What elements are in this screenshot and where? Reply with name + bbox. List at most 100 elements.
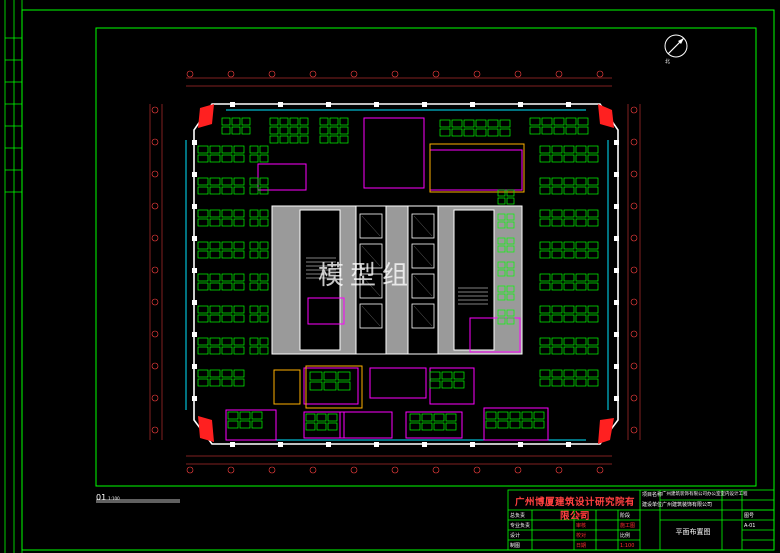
- workstation: [209, 282, 221, 291]
- workstation: [539, 209, 551, 218]
- workstation: [269, 117, 279, 126]
- workstation: [539, 241, 551, 250]
- workstation: [575, 250, 587, 259]
- workstation: [221, 218, 233, 227]
- workstation: [575, 314, 587, 323]
- grid-bubble: [151, 426, 159, 434]
- grid-bubble: [186, 70, 194, 78]
- column: [374, 102, 379, 107]
- workstation: [209, 378, 221, 387]
- workstation: [587, 241, 599, 250]
- workstation: [551, 314, 563, 323]
- tb-row-label-0: 总负责: [510, 513, 526, 519]
- tb-row-label-3: 制图: [510, 543, 521, 549]
- workstation: [529, 126, 541, 135]
- grid-bubble: [309, 466, 317, 474]
- workstation: [575, 145, 587, 154]
- column: [192, 204, 197, 209]
- column: [614, 140, 619, 145]
- grid-bubble: [473, 466, 481, 474]
- workstation: [209, 145, 221, 154]
- workstation: [506, 293, 515, 301]
- workstation: [587, 186, 599, 195]
- grid-bubble: [151, 170, 159, 178]
- workstation: [539, 273, 551, 282]
- column: [614, 268, 619, 273]
- workstation: [497, 261, 506, 269]
- workstation: [249, 273, 259, 282]
- workstation: [209, 209, 221, 218]
- workstation: [497, 411, 509, 420]
- workstation: [509, 411, 521, 420]
- central-core: [271, 205, 523, 355]
- workstation: [565, 126, 577, 135]
- column: [614, 204, 619, 209]
- workstation: [299, 135, 309, 144]
- workstation: [259, 177, 269, 186]
- column: [192, 140, 197, 145]
- workstation: [587, 250, 599, 259]
- elevator-cross: [413, 215, 433, 237]
- workstation: [231, 126, 241, 135]
- workstation: [475, 128, 487, 137]
- grid-bubble: [151, 202, 159, 210]
- workstation: [539, 154, 551, 163]
- workstation: [539, 186, 551, 195]
- workstation: [327, 422, 338, 431]
- workstation: [233, 369, 245, 378]
- workstation: [249, 154, 259, 163]
- workstation-clusters: [197, 117, 599, 431]
- workstation: [249, 241, 259, 250]
- workstation: [575, 282, 587, 291]
- workstation: [563, 346, 575, 355]
- column: [278, 442, 283, 447]
- grid-bubble: [555, 70, 563, 78]
- workstation: [339, 126, 349, 135]
- view-scale: 1:100: [108, 496, 120, 501]
- workstation: [551, 378, 563, 387]
- workstation: [587, 369, 599, 378]
- workstation: [259, 154, 269, 163]
- workstation: [249, 186, 259, 195]
- workstation: [475, 119, 487, 128]
- grid-bubble: [350, 466, 358, 474]
- column: [518, 102, 523, 107]
- workstation: [209, 250, 221, 259]
- workstation: [233, 154, 245, 163]
- column: [614, 396, 619, 401]
- workstation: [587, 209, 599, 218]
- workstation: [269, 135, 279, 144]
- workstation: [289, 135, 299, 144]
- workstation: [575, 186, 587, 195]
- grid-bubble: [151, 266, 159, 274]
- north-label: 北: [665, 59, 671, 65]
- workstation: [337, 381, 351, 391]
- workstation: [197, 145, 209, 154]
- grid-bubble: [630, 234, 638, 242]
- workstation: [233, 186, 245, 195]
- workstation: [251, 420, 263, 429]
- grid-bubble: [151, 362, 159, 370]
- column: [566, 442, 571, 447]
- workstation: [197, 273, 209, 282]
- workstation: [249, 250, 259, 259]
- workstation: [539, 369, 551, 378]
- workstation: [429, 380, 441, 389]
- workstation: [299, 126, 309, 135]
- column: [614, 332, 619, 337]
- column: [614, 172, 619, 177]
- workstation: [451, 119, 463, 128]
- workstation: [441, 371, 453, 380]
- workstation: [231, 117, 241, 126]
- workstation: [539, 314, 551, 323]
- workstation: [587, 314, 599, 323]
- workstation: [233, 177, 245, 186]
- tb-row-value-2: 校对: [576, 533, 587, 539]
- workstation: [233, 218, 245, 227]
- workstation: [485, 420, 497, 429]
- workstation: [533, 411, 545, 420]
- column: [192, 332, 197, 337]
- workstation: [587, 337, 599, 346]
- workstation: [209, 186, 221, 195]
